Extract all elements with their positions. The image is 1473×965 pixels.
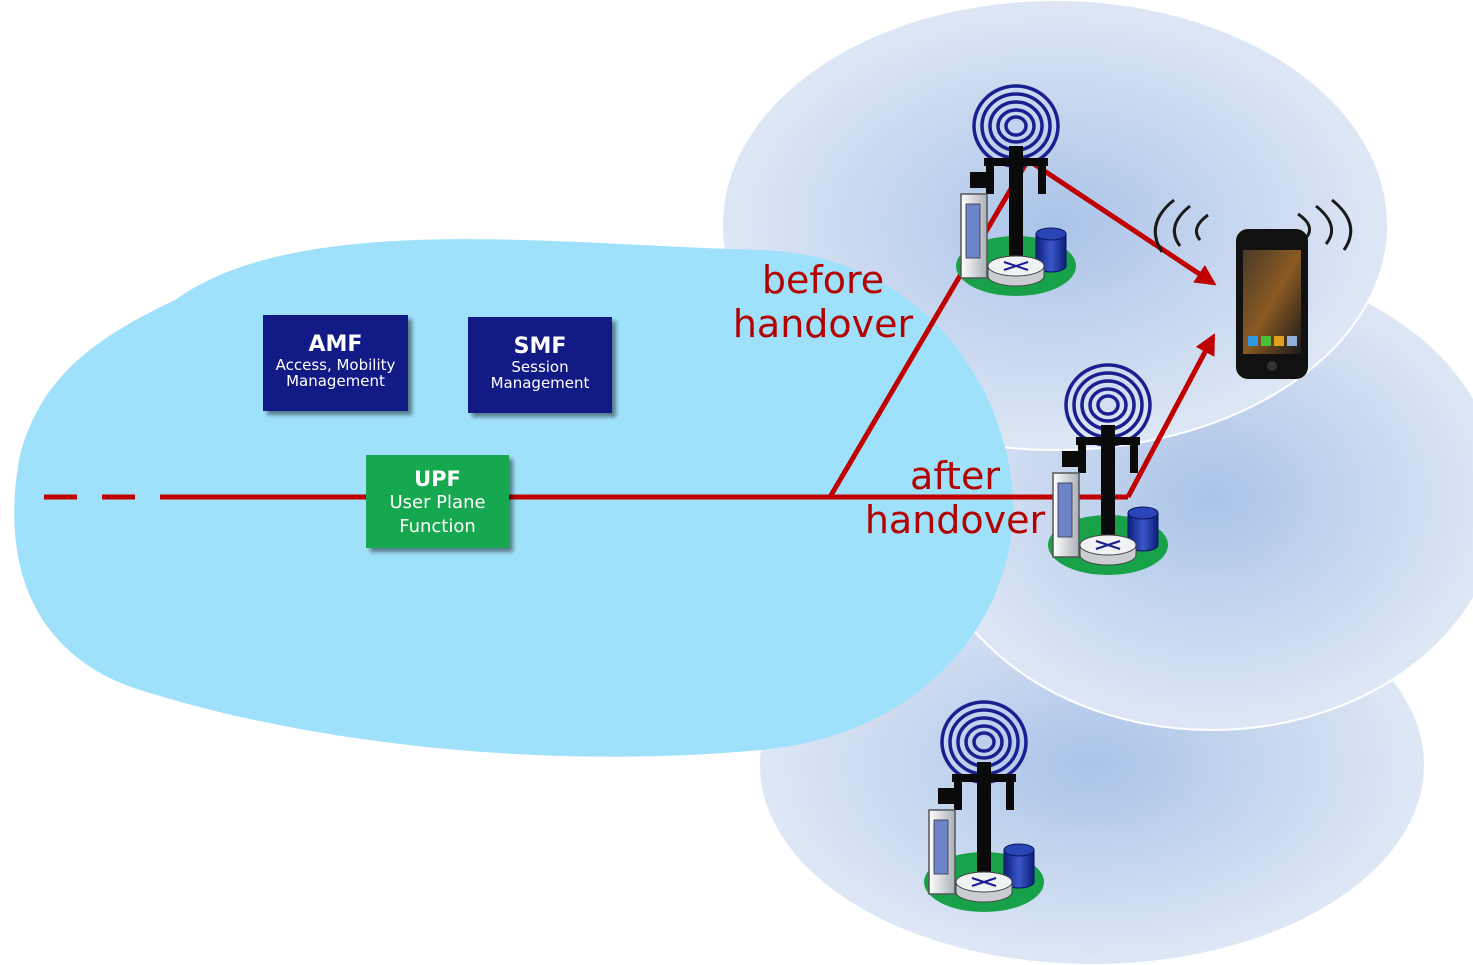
upf-title: UPF [414,467,461,491]
smartphone-icon [1153,198,1353,379]
amf-title: AMF [308,332,363,357]
after-handover-path [1125,333,1216,499]
smf-title: SMF [513,334,567,359]
